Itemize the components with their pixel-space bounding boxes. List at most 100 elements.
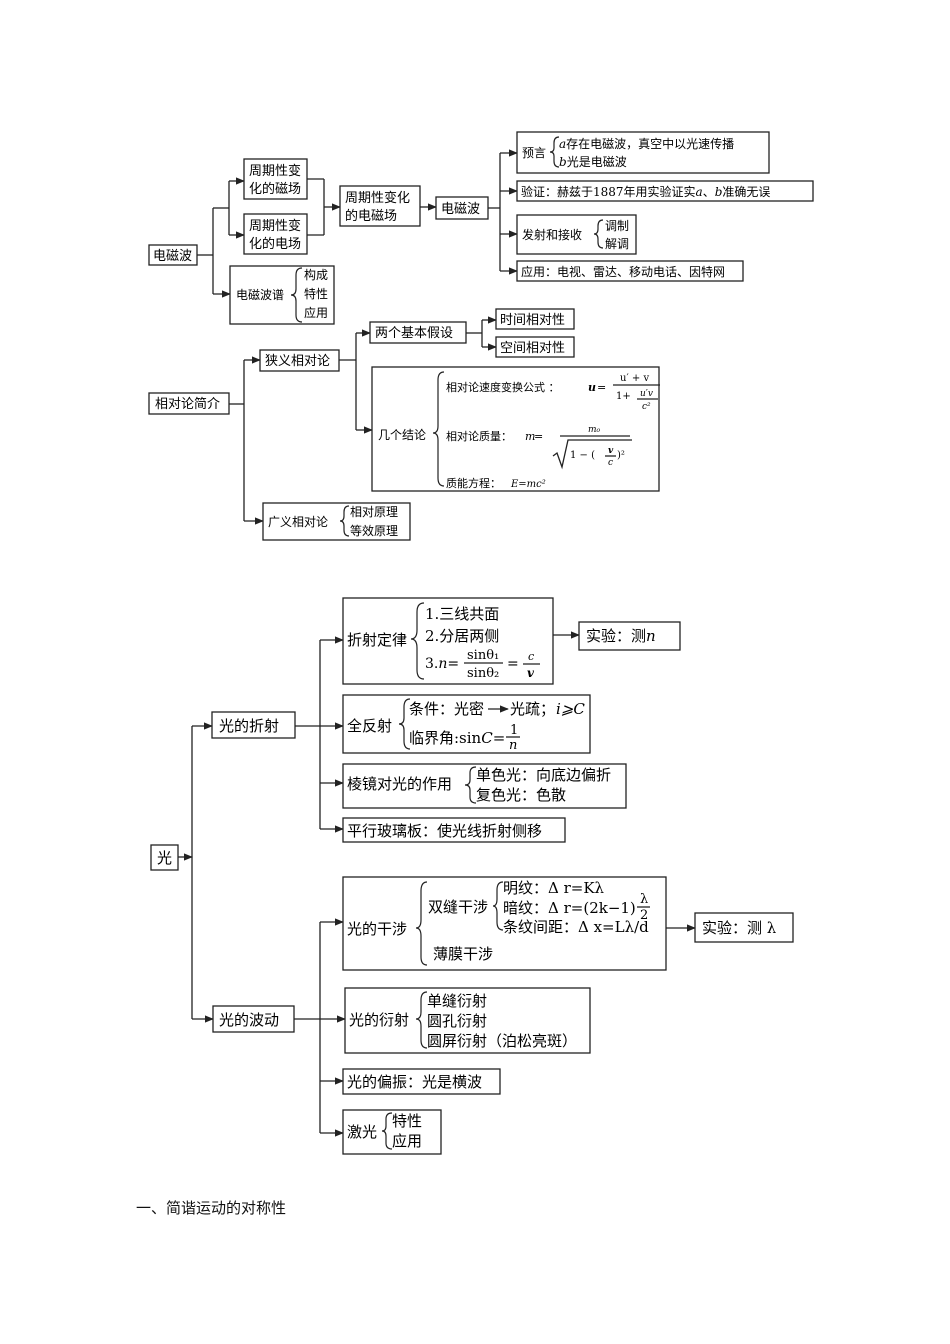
refraction-law-label: 折射定律 <box>347 631 407 649</box>
refraction-box <box>211 711 296 739</box>
dark-two: 2 <box>640 908 648 923</box>
diffraction-box <box>344 987 591 1054</box>
diffraction-item: 单缝衍射 <box>427 992 487 1010</box>
tir-inequality: i⩾C <box>556 700 585 718</box>
fringe-spacing: 条纹间距：Δ x=Lλ/d <box>503 918 649 936</box>
measure-n-box <box>578 621 681 651</box>
postulates-label: 两个基本假设 <box>375 326 453 341</box>
light-root-box <box>150 844 179 871</box>
prediction-box <box>516 131 770 174</box>
time-relativity-box <box>495 308 575 330</box>
application-box <box>516 260 744 282</box>
section-heading: 一、简谐运动的对称性 <box>136 1199 287 1217</box>
periodic-electric-box <box>243 213 308 255</box>
prism-box <box>342 763 627 809</box>
emit-receive-label: 发射和接收 <box>522 227 582 242</box>
law-v: v <box>527 666 535 680</box>
space-relativity-box <box>495 336 575 358</box>
law-item-3a: 3. <box>425 656 438 672</box>
tir-critical: 临界角:sin <box>409 729 482 747</box>
mass-den-2: )² <box>617 450 625 461</box>
tir-n: n <box>509 738 517 753</box>
mass-den-c: c <box>608 458 613 468</box>
measure-n-var: n <box>646 627 656 645</box>
sin-theta2: sinθ₂ <box>467 666 499 681</box>
energy-label: 质能方程： <box>446 476 501 490</box>
mass-eq: = <box>534 430 543 443</box>
predict-a-var: a <box>559 137 566 151</box>
glass-slab-label: 平行玻璃板：使光线折射侧移 <box>347 822 542 840</box>
application-label: 应用：电视、雷达、移动电话、因特网 <box>521 264 725 279</box>
predict-b-var: b <box>559 155 567 169</box>
periodic-em-field-box <box>339 185 421 227</box>
velocity-den-1: 1+ <box>616 391 631 402</box>
svg-text:3.n=: 3.n= <box>425 656 459 672</box>
law-c: c <box>528 650 534 663</box>
interference-box <box>342 876 667 971</box>
prism-item: 单色光：向底边偏折 <box>476 766 611 784</box>
verify-sep: 、 <box>703 185 715 199</box>
general-relativity-box <box>262 502 411 541</box>
wave-nature-box <box>212 1005 295 1033</box>
relativity-section: 相对论简介 狭义相对论 两个基本假设 时间相对性 空间相对性 几个结论 相对论速… <box>148 308 660 541</box>
diffraction-label: 光的衍射 <box>349 1011 409 1029</box>
prediction-label: 预言 <box>522 146 546 160</box>
em-section: 电磁波 周期性变 化的磁场 周期性变 化的电场 周期性变化 的电磁场 电磁波 <box>148 131 814 325</box>
spectrum-item: 应用 <box>304 305 328 320</box>
law-item-3b: = <box>447 656 459 672</box>
conclusions-box <box>371 366 660 492</box>
predict-b-text: 光是电磁波 <box>567 154 627 169</box>
periodic-electric-line1: 周期性变 <box>249 218 301 234</box>
general-item: 等效原理 <box>350 523 398 538</box>
thin-film-label: 薄膜干涉 <box>433 945 493 963</box>
prism-label: 棱镜对光的作用 <box>347 775 452 793</box>
em-wave-label: 电磁波 <box>441 202 480 217</box>
refraction-label: 光的折射 <box>219 717 279 735</box>
refraction-law-box <box>342 597 554 685</box>
svg-text:a存在电磁波，真空中以光速传播: a存在电磁波，真空中以光速传播 <box>559 136 734 151</box>
mass-den-v: v <box>608 446 614 456</box>
svg-text:验证：赫兹于1887年用实验证实a、b准确无误: 验证：赫兹于1887年用实验证实a、b准确无误 <box>521 184 770 199</box>
measure-lambda-label: 实验：测 λ <box>702 919 777 937</box>
velocity-label: 相对论速度变换公式 ： <box>446 380 560 394</box>
periodic-magnetic-line1: 周期性变 <box>249 163 301 179</box>
em-root-label: 电磁波 <box>153 249 192 264</box>
verify-text-2: 准确无误 <box>722 185 770 199</box>
glass-slab-box <box>342 817 566 843</box>
tir-critical-c: C <box>481 729 493 747</box>
dark-fringe: 暗纹：Δ r=(2k−1) <box>503 899 636 917</box>
periodic-electric-line2: 化的电场 <box>249 236 301 252</box>
double-slit-label: 双缝干涉 <box>428 898 488 916</box>
tir-condition: 条件：光密 <box>409 700 484 718</box>
svg-text:b光是电磁波: b光是电磁波 <box>559 154 627 169</box>
law-item-3n: n <box>438 656 447 672</box>
mass-den-1: 1 − ( <box>570 450 595 461</box>
emit-receive-box <box>516 214 637 255</box>
periodic-em-field-line2: 的电磁场 <box>345 208 397 224</box>
interference-label: 光的干涉 <box>347 920 407 938</box>
light-root-label: 光 <box>157 849 172 867</box>
special-relativity-label: 狭义相对论 <box>265 354 330 369</box>
emit-item: 解调 <box>605 237 629 251</box>
verify-b: b <box>715 185 723 199</box>
spectrum-item: 特性 <box>304 286 328 301</box>
total-reflection-label: 全反射 <box>347 717 392 735</box>
verify-a: a <box>696 185 703 199</box>
verify-text-1: 验证：赫兹于1887年用实验证实 <box>521 184 696 199</box>
conclusions-label: 几个结论 <box>378 428 426 442</box>
velocity-numerator: u′ + v <box>620 373 649 384</box>
svg-text:实验：测n: 实验：测n <box>586 627 656 645</box>
verification-box <box>516 180 814 202</box>
time-relativity-label: 时间相对性 <box>500 313 565 328</box>
spectrum-label: 电磁波谱 <box>236 287 284 302</box>
predict-a-text: 存在电磁波，真空中以光速传播 <box>566 136 734 151</box>
laser-item: 应用 <box>392 1132 422 1150</box>
laser-label: 激光 <box>347 1123 377 1141</box>
law-eq: = <box>507 656 519 672</box>
laser-item: 特性 <box>392 1112 422 1130</box>
energy-formula: E=mc² <box>510 479 546 490</box>
mass-label: 相对论质量： <box>446 429 512 443</box>
light-section: 光 光的折射 折射定律 1.三线共面 2.分居两侧 3.n= sinθ₁ sin… <box>150 597 794 1155</box>
emit-item: 调制 <box>605 219 629 233</box>
